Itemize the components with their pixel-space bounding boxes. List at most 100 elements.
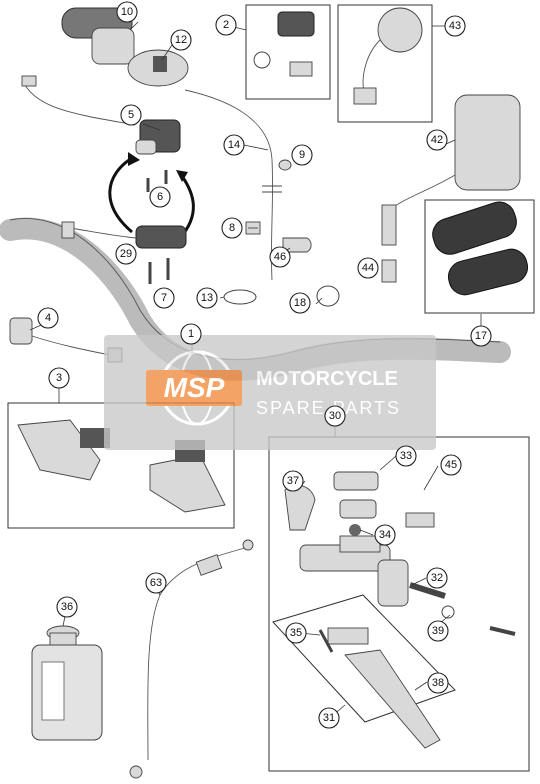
callout-label: 31	[323, 712, 335, 724]
watermark: MSP MOTORCYCLE SPARE PARTS	[104, 335, 436, 450]
lever-subassembly-box	[272, 594, 456, 723]
callout-42: 42	[426, 129, 448, 151]
callout-circle	[180, 323, 202, 345]
callout-circle	[440, 454, 462, 476]
callout-7: 7	[153, 287, 175, 309]
callout-label: 39	[432, 625, 444, 637]
clamp-45	[405, 512, 435, 528]
callout-circle	[427, 672, 449, 694]
callout-label: 9	[299, 149, 305, 161]
callout-39: 39	[427, 620, 449, 642]
callout-label: 3	[56, 372, 62, 384]
mirror-adapter	[381, 259, 397, 283]
callout-13: 13	[196, 287, 218, 309]
callout-5: 5	[120, 104, 142, 126]
callout-circle	[470, 325, 492, 347]
callout-circle	[427, 620, 449, 642]
callout-label: 34	[379, 529, 391, 541]
callout-circle	[357, 257, 379, 279]
clamp-37	[284, 484, 316, 531]
circlip-39	[441, 605, 455, 619]
callout-label: 4	[45, 312, 51, 324]
callout-8: 8	[221, 217, 243, 239]
switch-connector	[21, 75, 37, 87]
callout-label: 10	[121, 6, 133, 18]
callout-circle	[115, 243, 137, 265]
callout-label: 5	[128, 109, 134, 121]
callout-circle	[56, 596, 78, 618]
callout-circle	[282, 470, 304, 492]
mirror-round	[353, 7, 423, 105]
box-part-2	[245, 4, 331, 100]
callout-label: 2	[223, 19, 229, 31]
spring-35	[318, 629, 334, 653]
assembly-arrow-left	[108, 156, 133, 234]
lever-bracket	[327, 627, 369, 645]
callout-44: 44	[357, 257, 379, 279]
callout-17: 17	[470, 325, 492, 347]
callout-circle	[48, 367, 70, 389]
callout-label: 32	[431, 572, 443, 584]
handguards	[17, 419, 226, 513]
callout-38: 38	[427, 672, 449, 694]
callout-10: 10	[116, 1, 138, 23]
callout-label: 35	[290, 627, 302, 639]
callout-18: 18	[289, 292, 311, 314]
callout-label: 46	[274, 251, 286, 263]
callout-label: 38	[432, 677, 444, 689]
callout-circle	[196, 287, 218, 309]
callout-circle	[291, 144, 313, 166]
callout-circle	[145, 572, 167, 594]
callout-31: 31	[318, 707, 340, 729]
callout-label: 43	[449, 20, 461, 32]
pin	[489, 626, 516, 636]
screws-7	[148, 258, 170, 284]
box-part-43	[337, 4, 433, 123]
callout-label: 12	[175, 34, 187, 46]
callout-label: 45	[445, 459, 457, 471]
hose-fitting	[195, 554, 223, 576]
callout-circle	[426, 567, 448, 589]
callout-43: 43	[444, 15, 466, 37]
callout-label: 7	[161, 292, 167, 304]
callout-34: 34	[374, 524, 396, 546]
callout-circle	[269, 246, 291, 268]
mirror-square	[381, 94, 521, 246]
callout-label: 33	[400, 450, 412, 462]
callout-label: 17	[475, 330, 487, 342]
callout-label: 30	[329, 410, 341, 422]
o-ring	[223, 289, 257, 305]
brake-fluid-bottle	[31, 625, 103, 741]
callout-30: 30	[324, 405, 346, 427]
grips	[432, 201, 529, 296]
callout-label: 14	[228, 139, 240, 151]
callout-33: 33	[395, 445, 417, 467]
callout-label: 13	[201, 292, 213, 304]
callout-46: 46	[269, 246, 291, 268]
callout-2: 2	[215, 14, 237, 36]
callout-label: 63	[150, 577, 162, 589]
callout-label: 44	[362, 262, 374, 274]
cable-nut	[278, 159, 292, 171]
callout-label: 18	[294, 297, 306, 309]
callout-circle	[223, 134, 245, 156]
callout-circle	[374, 524, 396, 546]
callout-circle	[153, 287, 175, 309]
callout-circle	[170, 29, 192, 51]
brake-master-cylinder	[299, 535, 409, 607]
cable-tie	[316, 285, 340, 307]
callout-6: 6	[149, 186, 171, 208]
switch-parts-2	[253, 11, 315, 77]
switch-cable	[24, 84, 136, 126]
throttle-grip	[61, 7, 135, 65]
callout-circle	[289, 292, 311, 314]
spring-34	[349, 524, 361, 536]
callout-37: 37	[282, 470, 304, 492]
brake-lever	[344, 649, 441, 749]
callout-4: 4	[37, 307, 59, 329]
callout-circle	[37, 307, 59, 329]
callout-circle	[318, 707, 340, 729]
callout-12: 12	[170, 29, 192, 51]
